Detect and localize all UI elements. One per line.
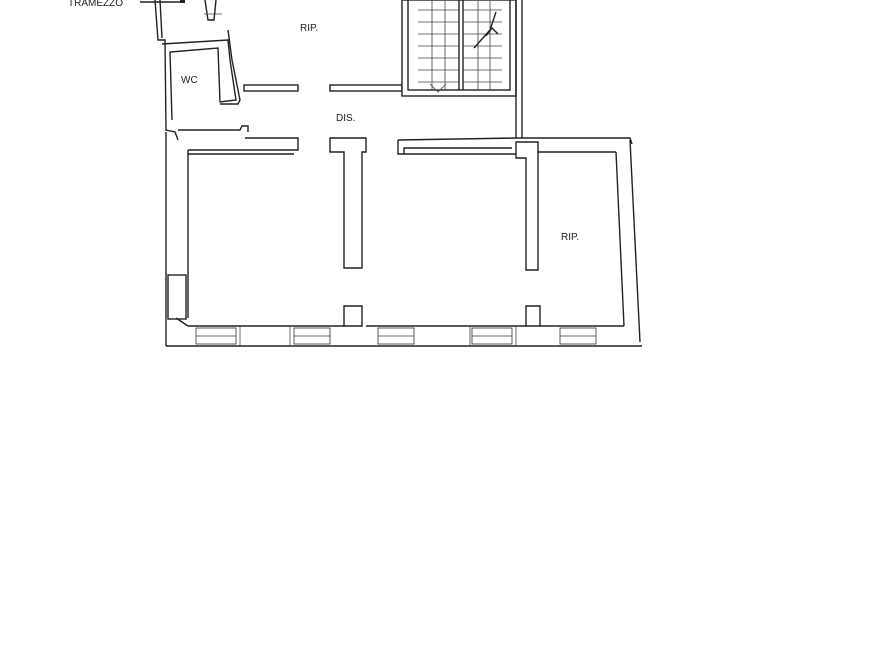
room-label-wc: WC <box>181 75 198 86</box>
room-label-dis: DIS. <box>336 113 355 124</box>
lower-walls <box>165 132 642 347</box>
annotation-top-left: TRAMEZZO <box>68 0 123 9</box>
annotation-marker <box>180 0 185 3</box>
room-label-rip-right: RIP. <box>561 232 579 243</box>
staircase <box>401 0 523 138</box>
room-label-rip-top: RIP. <box>300 23 318 34</box>
windows <box>195 326 597 346</box>
upper-walls <box>154 0 403 141</box>
